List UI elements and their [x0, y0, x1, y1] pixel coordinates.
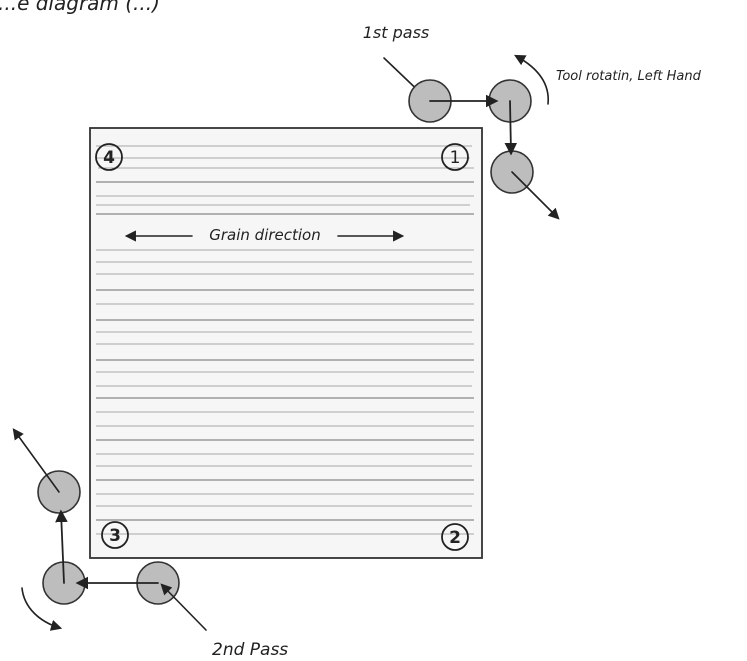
- second-pass-group: 2nd Pass: [12, 428, 288, 660]
- second-pass-label: 2nd Pass: [212, 640, 288, 660]
- corner-marker-3: 3: [101, 521, 129, 549]
- workpiece-board: [89, 127, 483, 559]
- corner-number-3: 3: [109, 526, 121, 546]
- tool-rotation-label: Tool rotatin, Left Hand: [556, 69, 702, 84]
- corner-marker-2: 2: [441, 523, 469, 551]
- first-pass-group: 1st pass Tool rotatin, Left Hand: [363, 23, 702, 220]
- corner-marker-4: 4: [95, 143, 123, 171]
- grain-direction-indicator: Grain direction: [124, 226, 405, 244]
- rotation-arrow-left-hand: [514, 54, 549, 105]
- corner-number-1: 1: [450, 148, 461, 168]
- diagram-heading: ...e diagram (...): [0, 0, 160, 15]
- grain-direction-label: Grain direction: [209, 226, 321, 244]
- corner-marker-1: 1: [441, 143, 469, 171]
- grain-lines: [96, 145, 474, 535]
- corner-number-4: 4: [103, 148, 115, 168]
- first-pass-label: 1st pass: [363, 23, 430, 42]
- rotation-arrow-second-pass: [21, 587, 63, 631]
- corner-number-2: 2: [449, 528, 461, 548]
